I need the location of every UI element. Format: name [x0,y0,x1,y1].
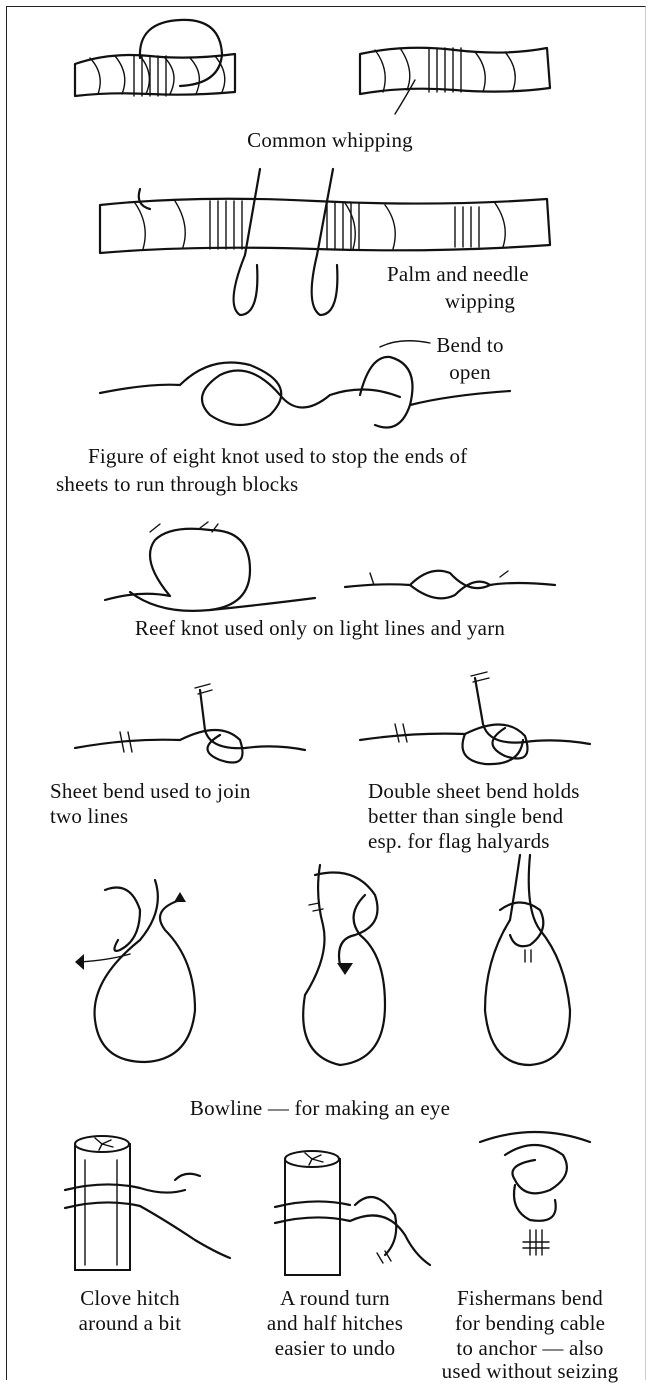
reef-knot-open-illustration [100,520,320,630]
caption-bend-to-open-line-1: Bend to [415,333,525,358]
caption-double-sheet-bend-line-1: Double sheet bend holds [368,779,628,804]
round-turn-half-hitches-illustration [265,1145,435,1275]
clove-hitch-illustration [55,1130,235,1270]
caption-common-whipping: Common whipping [130,128,530,153]
caption-figure-eight-line-2: sheets to run through blocks [56,472,596,497]
caption-bowline: Bowline — for making an eye [130,1096,510,1121]
caption-fishermans-bend-line-1: Fishermans bend [420,1286,640,1311]
caption-round-turn-line-1: A round turn [225,1286,445,1311]
caption-clove-hitch-line-2: around a bit [20,1311,240,1336]
caption-clove-hitch-line-1: Clove hitch [20,1286,240,1311]
caption-figure-eight-line-1: Figure of eight knot used to stop the en… [88,444,628,469]
double-sheet-bend-illustration [355,670,595,780]
caption-palm-and-needle-line-2: wipping [400,289,560,314]
caption-sheet-bend-line-1: Sheet bend used to join [50,779,312,804]
caption-fishermans-bend-line-3: to anchor — also [420,1336,640,1361]
reef-knot-tight-illustration [340,555,560,615]
bowline-step-2-illustration [275,855,405,1075]
caption-palm-and-needle-line-1: Palm and needle [387,262,627,287]
caption-round-turn-line-2: and half hitches [225,1311,445,1336]
bowline-step-1-illustration [70,870,220,1070]
caption-sheet-bend-line-2: two lines [50,804,312,829]
sheet-bend-illustration [70,680,310,780]
common-whipping-finished-illustration [355,44,555,119]
caption-reef-knot: Reef knot used only on light lines and y… [60,616,580,641]
caption-bend-to-open-line-2: open [415,360,525,385]
fishermans-bend-illustration [475,1130,595,1265]
bowline-step-3-illustration [465,850,585,1080]
caption-double-sheet-bend-line-2: better than single bend [368,804,613,829]
common-whipping-loop-illustration [70,14,240,109]
caption-fishermans-bend-line-2: for bending cable [420,1311,640,1336]
caption-fishermans-bend-line-4: used without seizing [420,1361,640,1381]
caption-round-turn-line-3: easier to undo [225,1336,445,1361]
